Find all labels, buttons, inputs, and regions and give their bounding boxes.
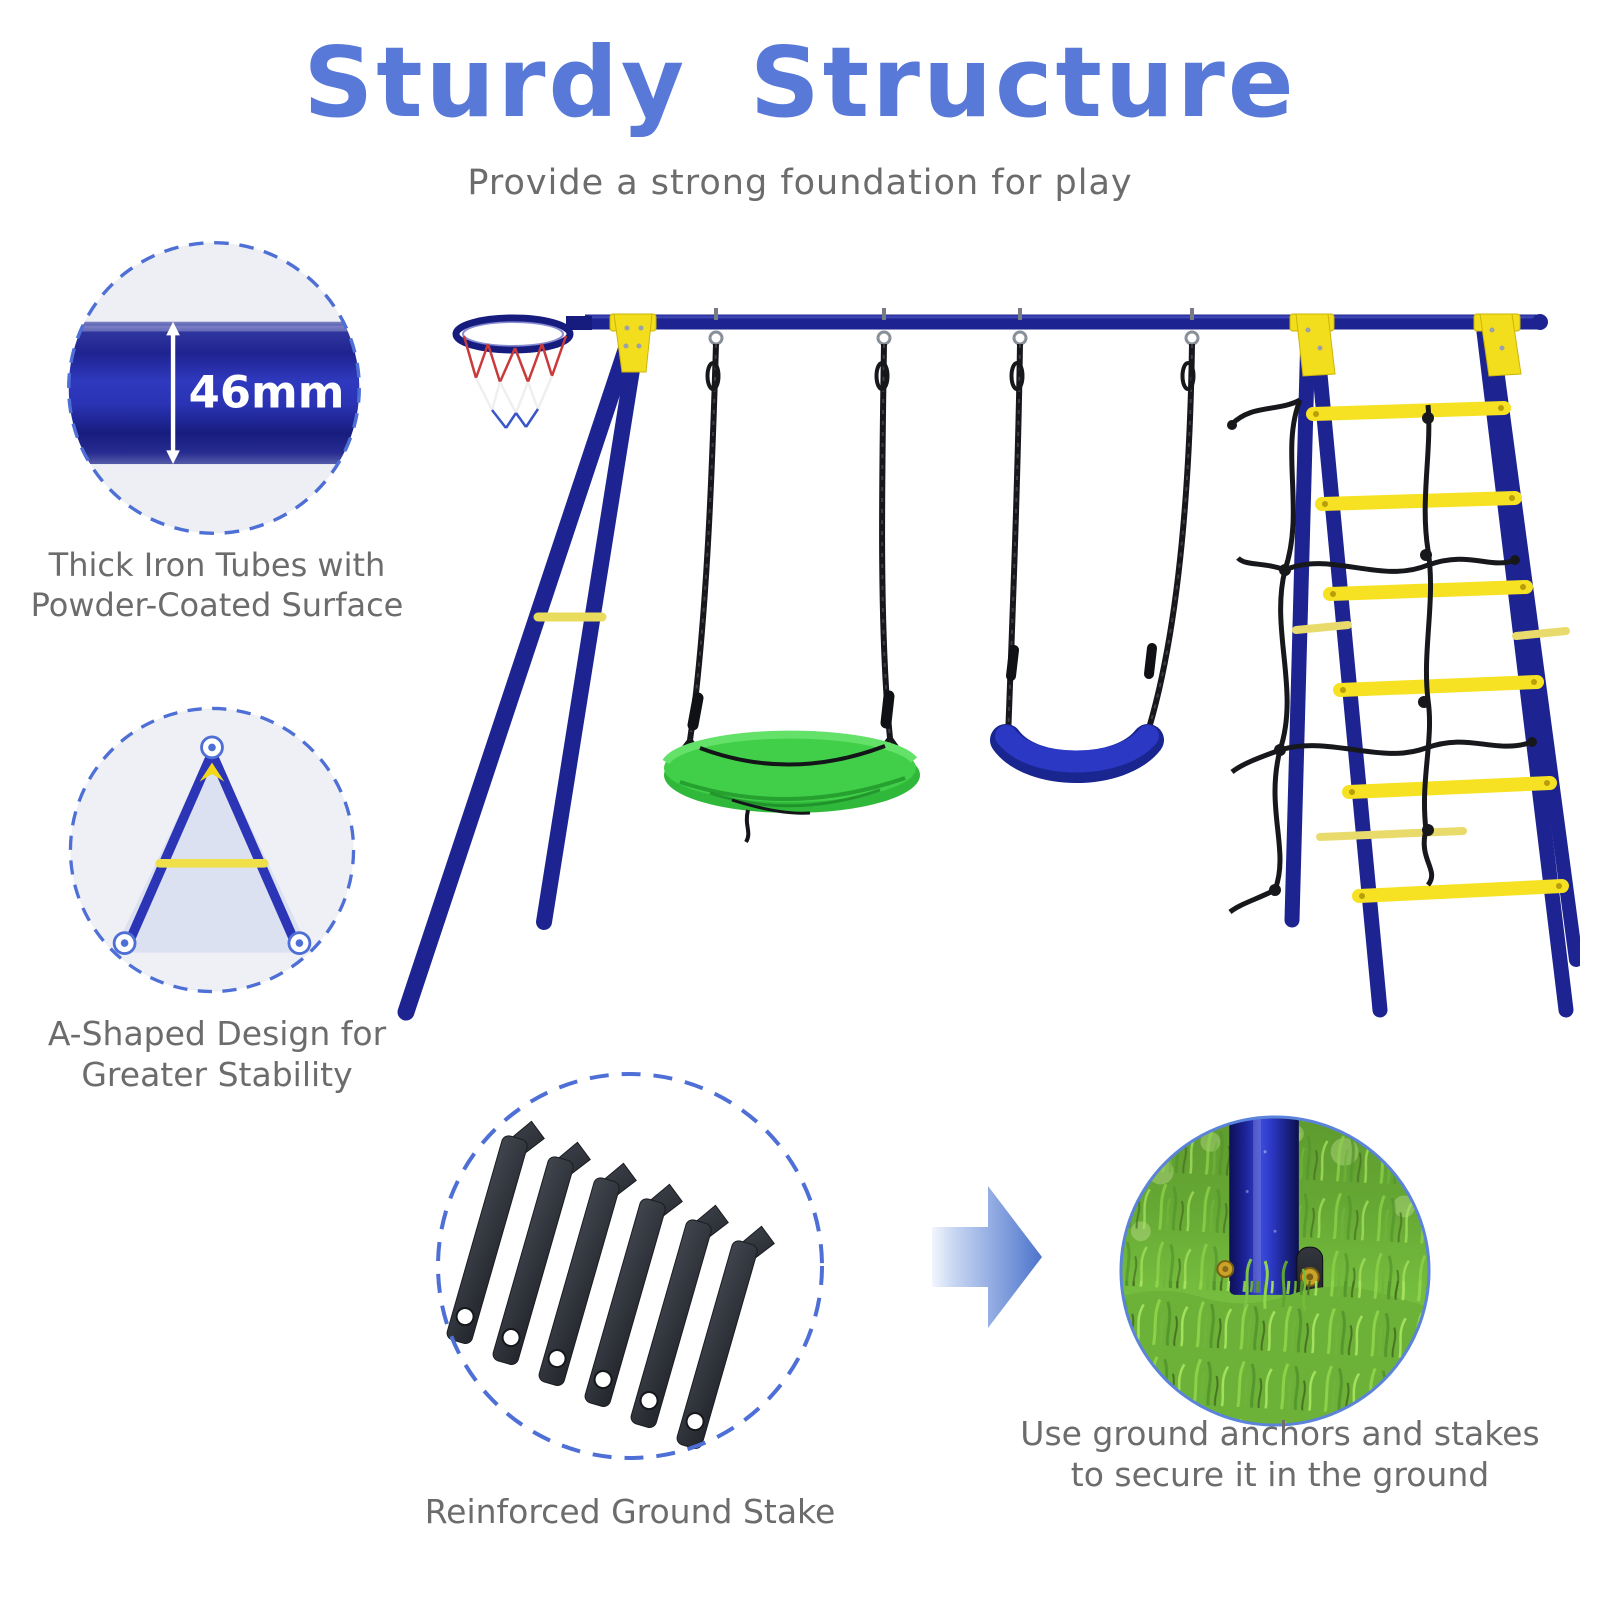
measurement-label: 46mm (189, 366, 345, 419)
tube-callout: 46mm (67, 241, 361, 535)
ground-pole (1229, 1116, 1299, 1295)
aframe-callout (68, 706, 356, 994)
top-bar (585, 314, 1548, 330)
aframe-diagram (113, 745, 311, 953)
basketball-net (462, 335, 568, 429)
anchor-caption: Use ground anchors and stakes to secure … (1020, 1414, 1540, 1494)
ground-stake (538, 1162, 637, 1386)
left-vertex-marker-icon (112, 931, 137, 955)
ground-stake (446, 1120, 545, 1344)
ground-stake (676, 1225, 775, 1449)
foreground-grass (1120, 1258, 1430, 1426)
ground-stake (492, 1141, 591, 1365)
dashed-callout-border (68, 706, 356, 994)
left-a-frame (397, 323, 646, 1021)
aframe-caption: A-Shaped Design for Greater Stability (47, 1014, 387, 1094)
frame-connectors (609, 313, 1522, 377)
climbing-frame (1284, 324, 1580, 1018)
ground-stake (584, 1183, 683, 1407)
photo-circle-border (1119, 1115, 1431, 1427)
dashed-callout-border (436, 1072, 824, 1460)
tube-photo (68, 321, 360, 465)
saucer-swing (662, 343, 920, 844)
dashed-callout-border (67, 241, 361, 535)
climbing-rope-net (1227, 397, 1537, 915)
basketball-hoop (452, 314, 592, 429)
stakes-caption: Reinforced Ground Stake (424, 1492, 836, 1531)
page-title: Sturdy Structure (303, 26, 1297, 139)
stakes-photo (446, 1120, 775, 1449)
swing-set-photo (397, 308, 1580, 1021)
page-subtitle: Provide a strong foundation for play (467, 163, 1133, 203)
stakes-callout (436, 1072, 824, 1460)
tube-caption: Thick Iron Tubes with Powder-Coated Surf… (30, 546, 404, 624)
ladder-rung-bolts (1313, 405, 1562, 899)
right-vertex-marker-icon (287, 931, 312, 955)
anchor-photo-callout (1119, 1115, 1431, 1427)
right-arrow-icon (932, 1186, 1042, 1328)
diameter-arrow-icon (166, 321, 180, 465)
ground-stake (630, 1204, 729, 1428)
apex-vertex-marker-icon (200, 735, 224, 760)
belt-swing (990, 343, 1196, 783)
